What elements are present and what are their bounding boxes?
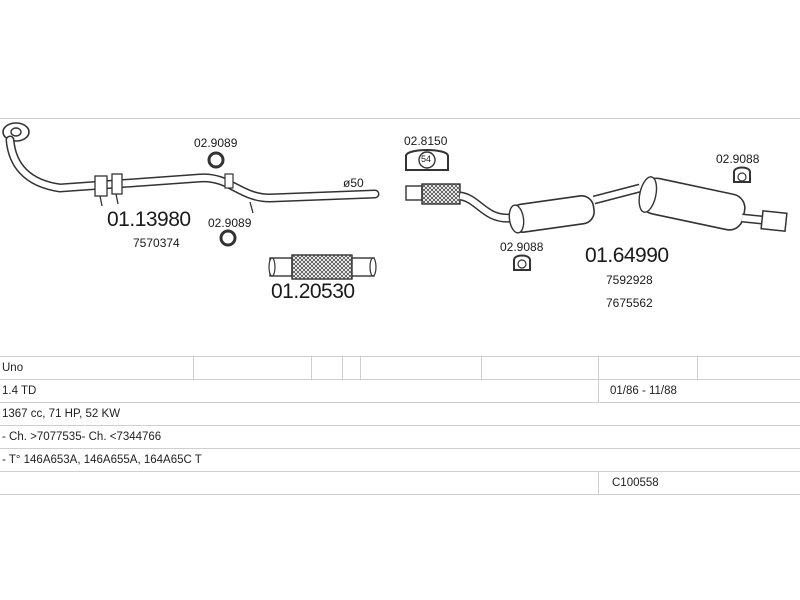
clamp-rear-right-icon (733, 166, 751, 183)
clamp-mid-right-icon (513, 254, 531, 271)
vehicle-spec-table: Uno 1.4 TD 01/86 - 11/88 1367 cc, 71 HP,… (0, 356, 800, 495)
catalog-code: C100558 (612, 477, 659, 489)
clamp-badge-icon (405, 149, 449, 171)
spec-row-chassis: - Ch. >7077535- Ch. <7344766 (0, 426, 800, 449)
spec-row-engine-codes: - T° 146A653A, 146A655A, 164A65C T (0, 449, 800, 472)
clamp-badge-number: 54 (421, 154, 432, 164)
clamp-label-rear-right: 02.9088 (716, 152, 760, 166)
ref-rear-silencer-1: 7592928 (606, 273, 653, 287)
ref-rear-silencer-2: 7675562 (606, 296, 653, 310)
clamp-label-flex-right: 02.8150 (404, 134, 448, 148)
vehicle-engine: 1.4 TD (2, 385, 37, 397)
spec-row-model: Uno (0, 356, 800, 380)
exhaust-drawing (2, 122, 788, 280)
diameter-label: ø50 (343, 176, 364, 190)
spec-row-engine: 1.4 TD 01/86 - 11/88 (0, 380, 800, 403)
part-number-flex-pipe: 01.20530 (271, 280, 355, 303)
flex-pipe (268, 254, 377, 280)
front-pipe (2, 122, 380, 214)
rear-assembly (405, 176, 788, 234)
vehicle-years: 01/86 - 11/88 (610, 385, 677, 397)
vehicle-chassis: - Ch. >7077535- Ch. <7344766 (2, 431, 162, 443)
part-number-front-pipe: 01.13980 (107, 208, 191, 231)
exhaust-diagram: 01.13980 7570374 02.9089 02.9089 ø50 01.… (0, 118, 800, 354)
clamp-label-top-left: 02.9089 (194, 136, 238, 150)
clamp-ring-mid-left (219, 229, 237, 247)
clamp-label-mid-right: 02.9088 (500, 240, 544, 254)
spec-row-specs: 1367 cc, 71 HP, 52 KW (0, 403, 800, 426)
vehicle-specs: 1367 cc, 71 HP, 52 KW (2, 408, 121, 420)
part-number-rear-silencer: 01.64990 (585, 244, 669, 267)
clamp-label-mid-left: 02.9089 (208, 216, 252, 230)
diagram-top-border (0, 118, 800, 119)
vehicle-model: Uno (2, 362, 24, 374)
clamp-ring-top-left (207, 151, 225, 169)
ref-front-pipe: 7570374 (133, 236, 180, 250)
vehicle-engine-codes: - T° 146A653A, 146A655A, 164A65C T (2, 454, 202, 466)
spec-row-catalog: C100558 (0, 472, 800, 495)
